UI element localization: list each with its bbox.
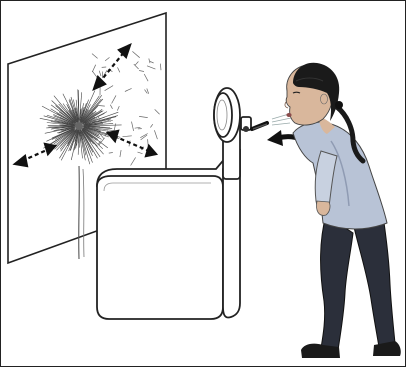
device-cabinet — [97, 143, 240, 319]
seed-head-core — [75, 122, 83, 130]
breath-sensor — [252, 114, 291, 129]
child-figure — [285, 63, 401, 358]
